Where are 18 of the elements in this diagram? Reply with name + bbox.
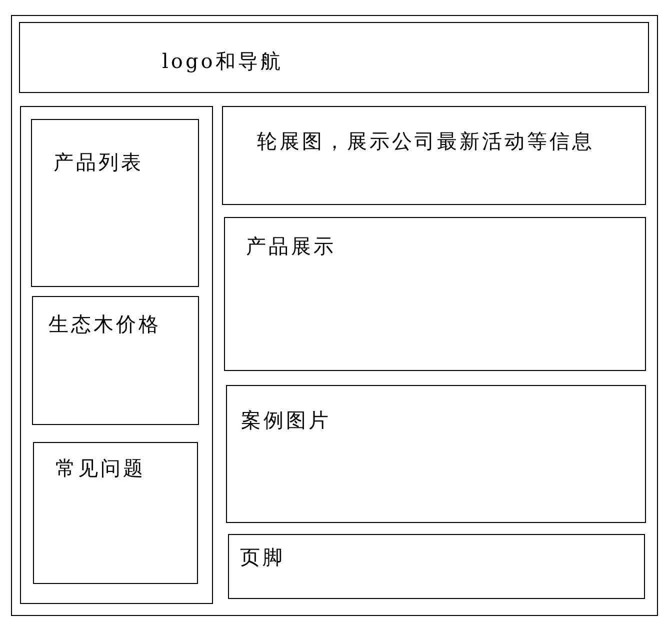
section-label: 产品展示: [246, 234, 336, 258]
section-label: logo和导航: [162, 49, 283, 73]
sidebar-box: [20, 106, 212, 604]
section-label: 轮展图，展示公司最新活动等信息: [257, 129, 594, 153]
section-box: [226, 384, 646, 522]
section-box: [32, 296, 199, 425]
page-frame: [11, 15, 658, 616]
footer-box: [228, 534, 644, 598]
section-label: 常见问题: [56, 456, 146, 480]
section-box: [31, 119, 199, 287]
section-label: 产品列表: [54, 150, 144, 174]
header-box: [18, 22, 648, 92]
section-box: [33, 442, 198, 584]
section-label: 生态木价格: [48, 312, 161, 336]
section-label: 页脚: [240, 545, 285, 569]
section-box: [224, 216, 646, 370]
banner-box: [222, 106, 646, 204]
section-label: 案例图片: [241, 408, 331, 432]
